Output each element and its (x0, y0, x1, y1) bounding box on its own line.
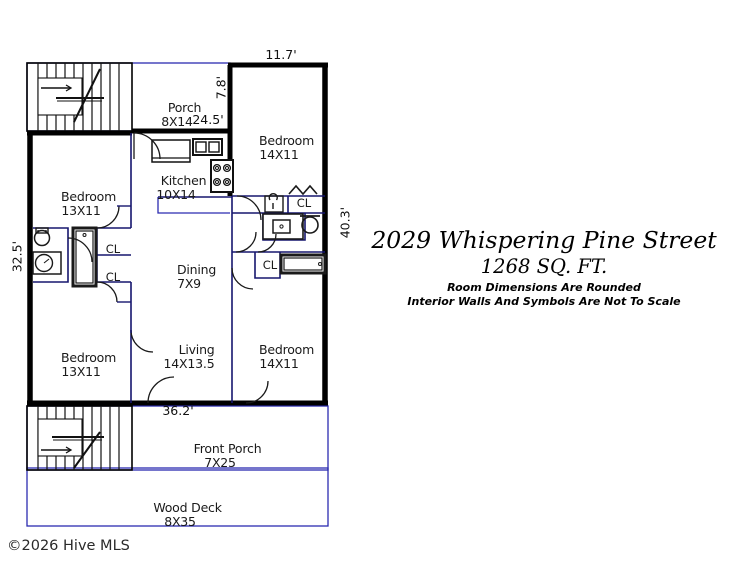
room-name: Dining (176, 262, 217, 278)
stairs-symbol-lower (26, 405, 133, 471)
room-name: Porch (167, 100, 202, 116)
dimension-porch-depth: 7.8' (213, 75, 229, 100)
title-block: 2029 Whispering Pine Street 1268 SQ. FT.… (366, 226, 722, 309)
disclaimer-line-2: Interior Walls And Symbols Are Not To Sc… (407, 294, 681, 308)
disclaimer-line-1: Room Dimensions Are Rounded (447, 281, 641, 294)
room-size: 7X25 (204, 454, 236, 470)
dimension-right: 40.3' (337, 206, 353, 239)
room-name: Wood Deck (153, 500, 222, 516)
room-name: Kitchen (160, 173, 207, 189)
room-size: 8X14 (161, 113, 193, 129)
dimension-bottom: 36.2' (162, 403, 194, 418)
closet-label-bath-ne: CL (296, 196, 312, 210)
room-name: Bedroom (258, 133, 315, 149)
copyright-notice: ©2026 Hive MLS (7, 538, 130, 554)
room-size: 14X11 (259, 355, 299, 371)
property-address: 2029 Whispering Pine Street (371, 226, 717, 254)
kitchen-fixtures (151, 138, 234, 193)
room-name: Front Porch (193, 441, 262, 457)
dimension-top-right: 11.7' (265, 47, 297, 62)
room-size: 13X11 (61, 202, 101, 218)
room-name: Bedroom (60, 189, 117, 205)
property-square-feet: 1268 SQ. FT. (480, 255, 608, 278)
room-size: 14X13.5 (163, 355, 215, 371)
room-name: Bedroom (60, 350, 117, 366)
stairs-symbol-upper (26, 62, 133, 132)
bathroom-east-fixtures (262, 184, 327, 275)
dimension-left: 32.5' (9, 240, 25, 273)
door-jamb-group (117, 205, 132, 333)
closet-label-mid-upper: CL (105, 242, 121, 256)
closet-label-bath-se: CL (262, 258, 278, 272)
bathroom-west-fixtures (32, 226, 98, 288)
door-swing-group (67, 132, 277, 404)
closet-label-mid-lower: CL (105, 270, 121, 284)
room-size: 14X11 (259, 146, 299, 162)
room-size: 10X14 (156, 186, 196, 202)
dimension-porch-width: 24.5' (192, 112, 224, 127)
room-name: Living (178, 342, 215, 358)
room-size: 13X11 (61, 363, 101, 379)
room-size: 7X9 (177, 275, 201, 291)
exterior-wall-group (27, 62, 328, 406)
room-size: 8X35 (164, 513, 196, 529)
room-name: Bedroom (258, 342, 315, 358)
